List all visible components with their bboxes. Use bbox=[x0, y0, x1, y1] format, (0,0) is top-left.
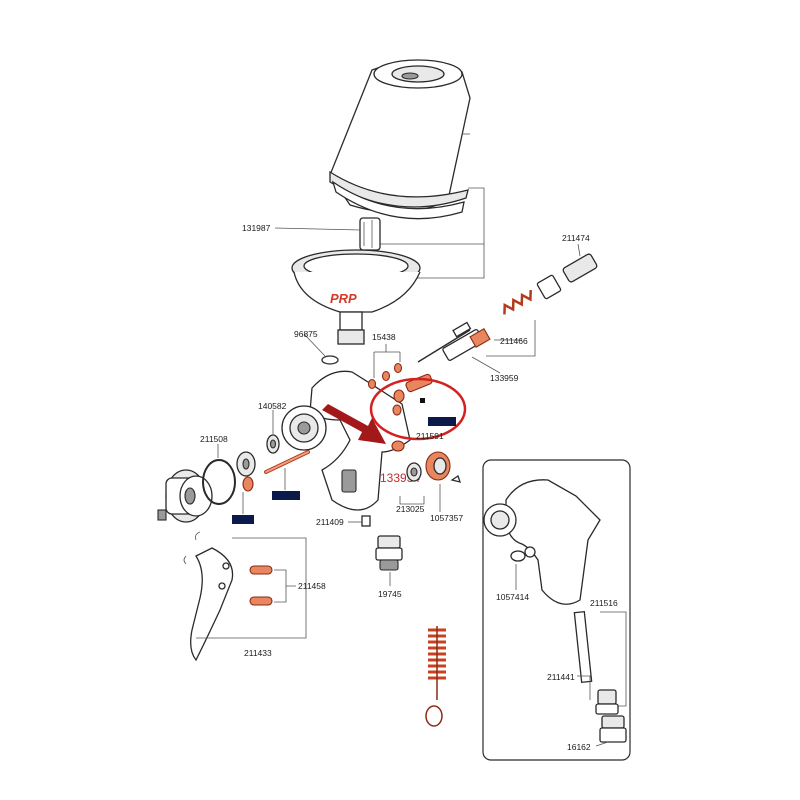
label-133959: 133959 bbox=[490, 373, 519, 383]
label-19745: 19745 bbox=[378, 589, 402, 599]
o-ring-211591 bbox=[391, 440, 405, 452]
label-15438: 15438 bbox=[372, 332, 396, 342]
pointer-arrow bbox=[322, 404, 386, 444]
air-valve-213025 bbox=[406, 462, 422, 482]
trigger-211433 bbox=[190, 547, 234, 662]
part-211409 bbox=[361, 515, 371, 527]
inset-rod-211516 bbox=[573, 610, 593, 684]
cleaning-brush bbox=[425, 626, 446, 727]
cup-filter bbox=[359, 217, 381, 251]
brand-logo: PRP bbox=[330, 291, 357, 306]
inset-connector-16162 bbox=[599, 715, 627, 743]
fluid-needle bbox=[417, 321, 491, 363]
label-1057357: 1057357 bbox=[430, 513, 463, 523]
gun-body bbox=[281, 370, 411, 511]
label-131987: 131987 bbox=[242, 223, 271, 233]
needle-seal-pin bbox=[264, 450, 310, 474]
label-211466: 211466 bbox=[500, 336, 528, 346]
inset-fitting-211441 bbox=[595, 689, 619, 715]
label-211474: 211474 bbox=[562, 233, 590, 243]
adjustment-knob-211474 bbox=[536, 253, 598, 300]
label-211441: 211441 bbox=[547, 672, 575, 682]
trigger-pins-211458 bbox=[249, 565, 273, 606]
label-211409: 211409 bbox=[316, 517, 344, 527]
label-211433: 211433 bbox=[244, 648, 272, 658]
part-140582 bbox=[266, 434, 280, 454]
inset-gun-body bbox=[483, 479, 601, 605]
part-15438 bbox=[367, 362, 403, 390]
label-211591: 211591 bbox=[416, 431, 444, 441]
label-211458: 211458 bbox=[298, 581, 326, 591]
nozzle-label-box bbox=[232, 515, 254, 524]
air-cap-ring bbox=[202, 459, 236, 505]
air-valve-knob-1057357 bbox=[425, 451, 461, 483]
label-140582: 140582 bbox=[258, 401, 287, 411]
highlight-circle bbox=[369, 377, 467, 441]
needle-spring bbox=[503, 289, 532, 315]
label-1057414: 1057414 bbox=[496, 592, 529, 602]
pin-label-box bbox=[272, 491, 300, 500]
cup-base: PRP bbox=[291, 249, 421, 345]
nozzle bbox=[236, 451, 256, 492]
highlight-label-box bbox=[428, 417, 456, 426]
label-96875: 96875 bbox=[294, 329, 318, 339]
air-connector-19745 bbox=[375, 535, 403, 571]
o-ring-96875 bbox=[321, 355, 339, 365]
label-213025: 213025 bbox=[396, 504, 425, 514]
label-16162: 16162 bbox=[567, 742, 591, 752]
label-211508: 211508 bbox=[200, 434, 228, 444]
label-211516: 211516 bbox=[590, 598, 618, 608]
paint-cup-lid bbox=[329, 59, 471, 220]
